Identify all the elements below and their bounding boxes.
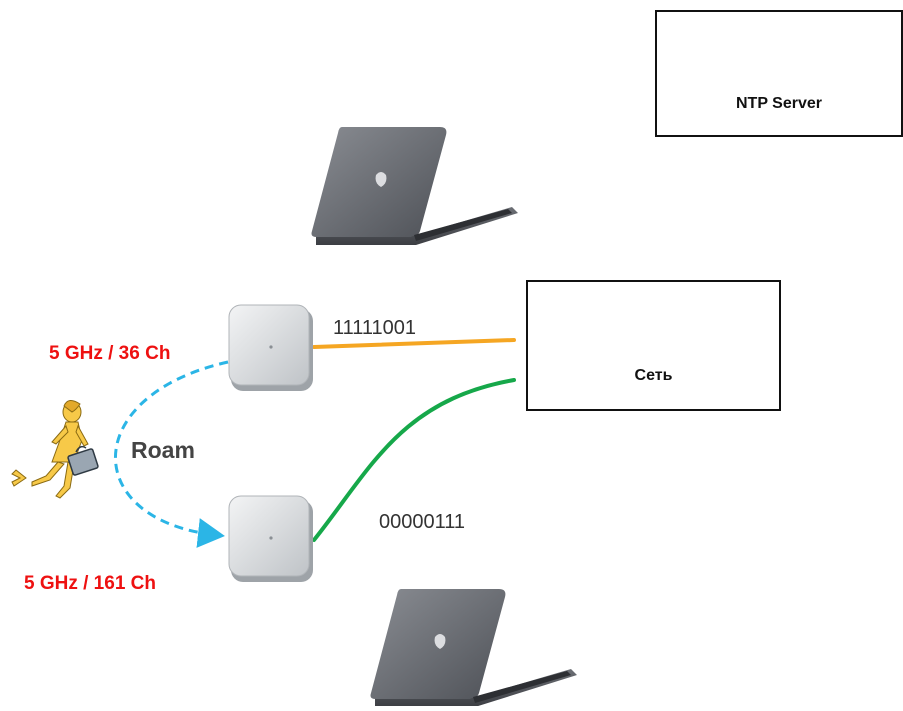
laptop-icon xyxy=(311,127,518,245)
network-node: Сеть xyxy=(526,280,781,411)
network-label: Сеть xyxy=(634,367,673,384)
laptop-icon xyxy=(370,589,577,707)
ntp-server-label: NTP Server xyxy=(736,95,822,112)
briefcase-icon xyxy=(67,445,99,476)
ap2-band-label: 5 GHz / 161 Ch xyxy=(24,573,156,594)
link-ap1-network xyxy=(312,338,516,349)
link-label-ap2: 00000111 xyxy=(379,511,465,533)
ap1-band-label: 5 GHz / 36 Ch xyxy=(49,343,170,364)
walking-person-icon xyxy=(11,400,99,499)
access-point-icon xyxy=(228,495,313,582)
roam-path xyxy=(114,360,229,548)
ntp-server-node: NTP Server xyxy=(655,10,903,137)
roam-label: Roam xyxy=(131,437,195,463)
link-ap2-network xyxy=(312,378,516,542)
access-point-icon xyxy=(228,304,313,391)
link-label-ap1: 11111001 xyxy=(333,317,416,339)
